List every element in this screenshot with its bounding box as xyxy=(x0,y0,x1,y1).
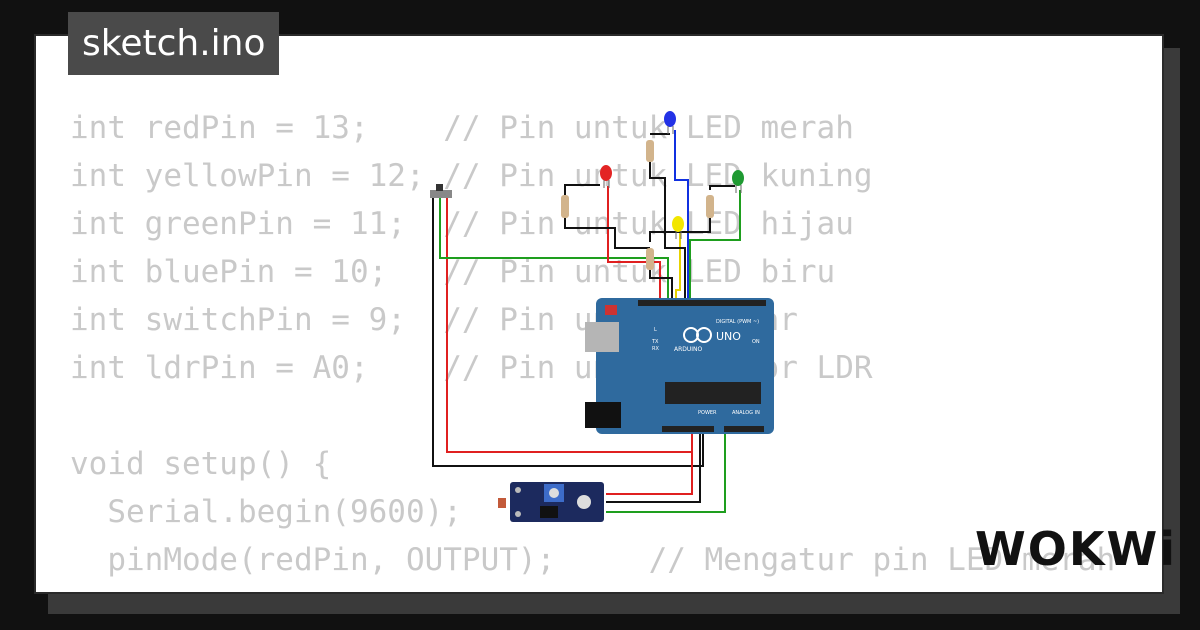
resistors xyxy=(561,140,714,270)
wire-red xyxy=(606,432,693,495)
digital-header xyxy=(638,300,766,306)
atmega-chip xyxy=(665,382,761,404)
board-model: UNO xyxy=(716,330,741,343)
code-line: Serial.begin(9600); xyxy=(70,494,462,530)
l-label: L xyxy=(654,327,657,333)
resistor xyxy=(646,248,654,270)
slide-switch[interactable] xyxy=(430,184,452,198)
resistor xyxy=(706,195,714,218)
wire-green xyxy=(689,190,741,302)
code-line: int greenPin = 11; // Pin untuk LED hija… xyxy=(70,206,854,242)
mount-hole xyxy=(515,487,521,493)
code-line: int yellowPin = 12; // Pin untuk LED kun… xyxy=(70,158,873,194)
led-red[interactable] xyxy=(600,165,612,188)
wire-black xyxy=(649,270,673,302)
file-name-tab[interactable]: sketch.ino xyxy=(68,12,280,75)
wokwi-logo: WOKWi xyxy=(975,522,1177,576)
led-green[interactable] xyxy=(732,170,744,193)
usb-port xyxy=(585,322,619,352)
wire-black xyxy=(564,218,650,249)
power-label: POWER xyxy=(698,410,717,416)
power-header xyxy=(662,426,714,432)
arduino-logo-icon xyxy=(696,327,712,343)
power-jack xyxy=(585,402,621,428)
wire-black xyxy=(432,198,704,467)
wire-black xyxy=(606,432,701,503)
analog-label: ANALOG IN xyxy=(732,410,760,416)
wire-green xyxy=(606,432,726,513)
wire-blue xyxy=(674,130,689,302)
potentiometer-knob xyxy=(549,488,559,498)
mount-hole xyxy=(515,511,521,517)
code-line: pinMode(redPin, OUTPUT); // Mengatur pin… xyxy=(70,542,1116,578)
on-label: ON xyxy=(752,339,760,345)
wire-green xyxy=(439,198,669,302)
wire-black xyxy=(709,185,735,190)
arduino-uno-board[interactable]: UNO ARDUINO DIGITAL (PWM ~) ANALOG IN PO… xyxy=(585,298,774,434)
wire-black xyxy=(649,162,686,302)
resistor xyxy=(646,140,654,162)
board-brand: ARDUINO xyxy=(674,346,703,353)
comparator-chip xyxy=(540,506,558,518)
digital-label: DIGITAL (PWM ~) xyxy=(716,319,759,325)
analog-header xyxy=(724,426,764,432)
code-line: void setup() { xyxy=(70,446,332,482)
wire-yellow xyxy=(675,232,681,302)
code-line: pinMode(yellowPin, OUTPUT); // Mengatur … xyxy=(70,584,1134,592)
reset-button[interactable] xyxy=(605,305,617,315)
led-blue[interactable] xyxy=(664,111,676,134)
resistor xyxy=(561,195,569,218)
code-line: int redPin = 13; // Pin untuk LED merah xyxy=(70,110,854,146)
tx-label: TX xyxy=(651,339,659,345)
sensor-led xyxy=(577,495,591,509)
code-background: int redPin = 13; // Pin untuk LED merah i… xyxy=(70,104,1134,592)
rx-label: RX xyxy=(652,346,659,352)
wire-black xyxy=(564,184,600,195)
led-yellow[interactable] xyxy=(672,216,684,239)
wire-red xyxy=(607,186,661,302)
wire-black xyxy=(649,231,672,242)
ldr-sensor-module[interactable] xyxy=(498,482,604,522)
ldr-photoresistor xyxy=(498,498,506,508)
